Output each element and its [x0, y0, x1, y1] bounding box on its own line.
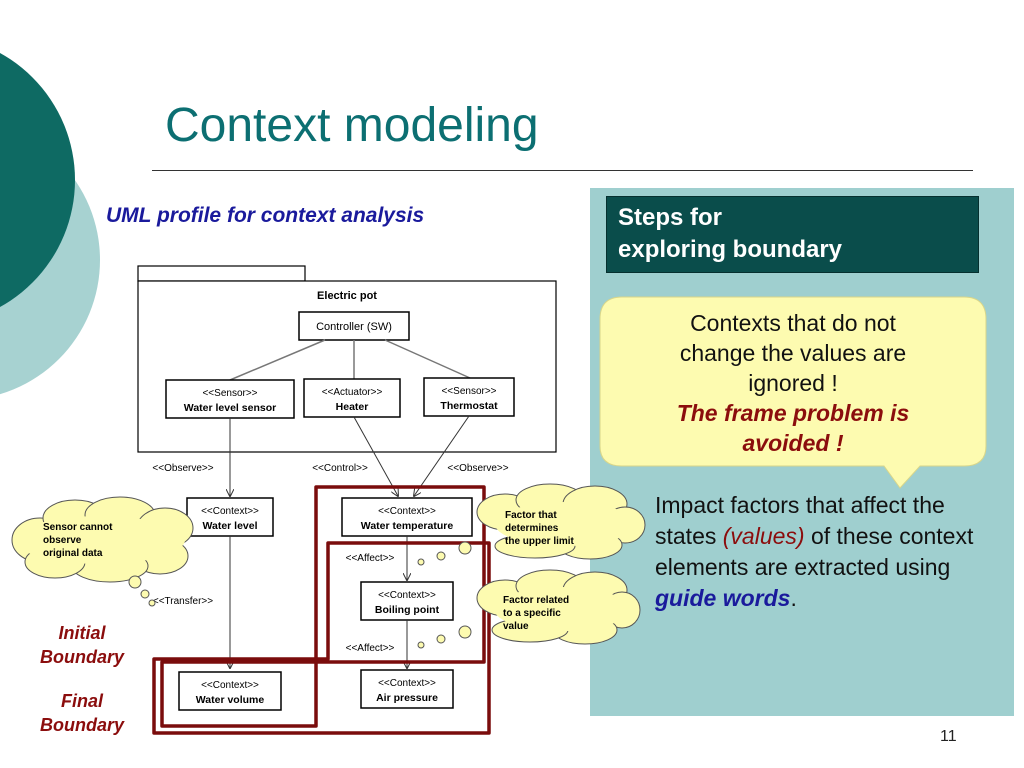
- controller-box: [298, 311, 410, 341]
- final-boundary-label: Final Boundary: [22, 689, 142, 737]
- bubble-line-3: ignored !: [748, 370, 838, 396]
- note-sensor-line-1: Sensor cannot: [43, 522, 113, 533]
- link-controller-thermostat: [384, 339, 471, 379]
- heater-box: [303, 378, 401, 418]
- water-volume-label: Water volume: [196, 694, 265, 706]
- water-temperature-box: [341, 497, 473, 537]
- bubble-line-1: Contexts that do not: [690, 310, 896, 336]
- note-factor-upper-line-1: Factor that: [505, 510, 557, 521]
- package-tab: [137, 265, 306, 282]
- water-temperature-stereotype: <<Context>>: [378, 506, 436, 517]
- water-volume-stereotype: <<Context>>: [201, 680, 259, 691]
- heater-label: Heater: [336, 401, 369, 413]
- initial-boundary-line1: Initial: [58, 623, 106, 643]
- bubble-text: Contexts that do not change the values a…: [612, 308, 974, 458]
- final-boundary-line1: Final: [60, 691, 103, 711]
- observe-label-left: <<Observe>>: [152, 463, 213, 474]
- thermostat-label: Thermostat: [440, 400, 498, 412]
- diagram-subtitle: UML profile for context analysis: [106, 204, 425, 227]
- water-volume-box: [178, 671, 282, 711]
- water-level-label: Water level: [202, 520, 257, 532]
- impact-end: .: [790, 585, 797, 611]
- bubble-emphasis-1: The frame problem is: [676, 400, 910, 426]
- thermostat-box: [423, 377, 515, 417]
- bubble-emphasis-2: avoided !: [742, 430, 844, 456]
- note-sensor-cloud: [11, 496, 194, 607]
- slide-title: Context modeling: [165, 99, 539, 152]
- observe-label-right: <<Observe>>: [447, 463, 508, 474]
- impact-part-b: of these context elements are extracted …: [655, 523, 974, 580]
- arrow-observe-temp: [414, 415, 470, 496]
- initial-boundary-line2: Boundary: [39, 647, 124, 667]
- initial-boundary-label: Initial Boundary: [22, 621, 142, 669]
- boiling-point-stereotype: <<Context>>: [378, 590, 436, 601]
- final-boundary-line2: Boundary: [39, 715, 124, 735]
- affect-label-1: <<Affect>>: [346, 553, 395, 564]
- arrow-control-temp: [353, 416, 398, 496]
- note-factor-specific-line-2: to a specific: [503, 608, 561, 619]
- transfer-label: <<Transfer>>: [153, 596, 213, 607]
- sensor-stereotype: <<Sensor>>: [202, 388, 257, 399]
- steps-heading-line2: exploring boundary: [618, 236, 843, 263]
- note-factor-upper-line-3: the upper limit: [505, 536, 575, 547]
- air-pressure-label: Air pressure: [376, 692, 438, 704]
- note-factor-upper-line-2: determines: [505, 523, 559, 534]
- page-number: 11: [940, 728, 957, 745]
- decorative-circles: [0, 53, 100, 395]
- note-factor-specific-cloud: [417, 569, 641, 649]
- note-factor-specific-line-3: value: [503, 621, 529, 632]
- thermostat-stereotype: <<Sensor>>: [441, 386, 496, 397]
- bubble-line-2: change the values are: [679, 340, 907, 366]
- impact-values: (values): [722, 523, 805, 549]
- affect-label-2: <<Affect>>: [346, 643, 395, 654]
- impact-part-a: Impact factors that affect the states: [655, 492, 945, 549]
- note-sensor-line-3: original data: [43, 548, 103, 559]
- actuator-stereotype: <<Actuator>>: [322, 387, 383, 398]
- impact-text: Impact factors that affect the states (v…: [655, 490, 1000, 614]
- impact-guide-words: guide words: [655, 585, 791, 611]
- controller-label: Controller (SW): [316, 321, 392, 333]
- air-pressure-stereotype: <<Context>>: [378, 678, 436, 689]
- steps-heading: Steps for exploring boundary: [606, 196, 979, 273]
- control-label: <<Control>>: [312, 463, 368, 474]
- boiling-point-label: Boiling point: [375, 604, 440, 616]
- steps-heading-line1: Steps for: [618, 204, 723, 231]
- water-temperature-label: Water temperature: [361, 520, 454, 532]
- water-level-sensor-label: Water level sensor: [184, 402, 276, 414]
- note-factor-specific-line-1: Factor related: [503, 595, 569, 606]
- note-factor-upper-cloud: [417, 483, 646, 566]
- initial-boundary-outline: [160, 485, 486, 728]
- title-divider: [152, 170, 973, 171]
- water-level-sensor-box: [165, 379, 295, 419]
- package-frame: [137, 280, 557, 453]
- water-level-stereotype: <<Context>>: [201, 506, 259, 517]
- final-boundary-outline: [152, 541, 491, 735]
- air-pressure-box: [360, 669, 454, 709]
- note-sensor-line-2: observe: [43, 535, 82, 546]
- link-controller-sensor: [229, 339, 326, 381]
- package-name: Electric pot: [317, 290, 377, 302]
